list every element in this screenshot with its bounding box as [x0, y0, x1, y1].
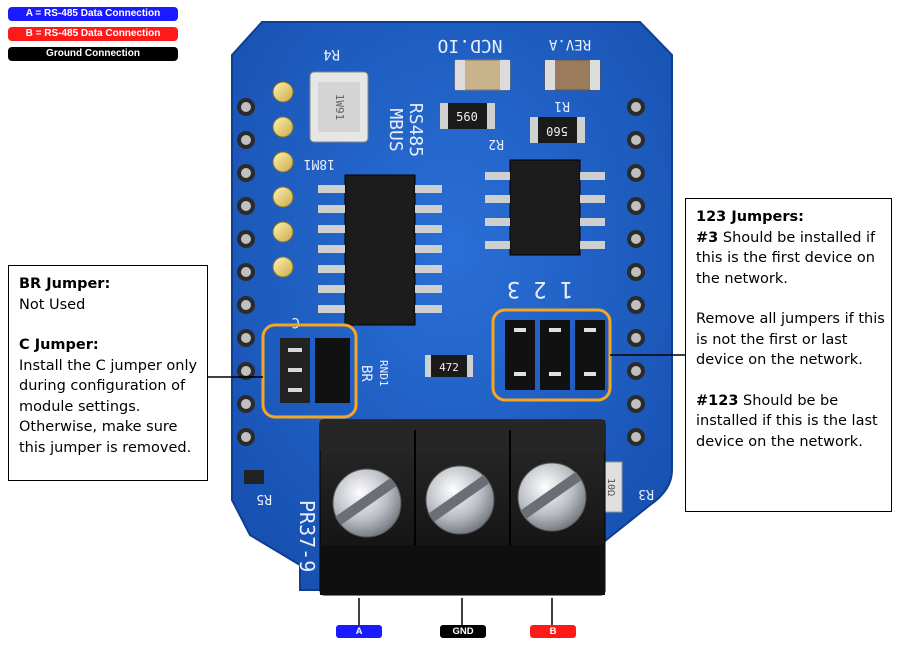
silkscreen-rnd1: RND1 [377, 360, 390, 387]
jumpers-123 [505, 320, 605, 390]
resistor-r2: 560 [440, 103, 495, 129]
svg-text:560: 560 [456, 110, 478, 124]
silkscreen-r1: R1 [554, 98, 570, 113]
terminal-b-tag: B [530, 625, 576, 638]
silkscreen-ncd: NCD.IO [437, 35, 502, 56]
silkscreen-r4: R4 [323, 46, 340, 62]
silkscreen-c: C [292, 314, 300, 330]
c-jumper-title: C Jumper: [19, 337, 99, 353]
jumper-123-text: device on the network. [696, 433, 863, 450]
jumper-123-label: #123 [696, 392, 739, 409]
svg-text:1W91: 1W91 [333, 94, 346, 121]
remove-jumpers-text: is not the first or last [696, 331, 848, 348]
silkscreen-jp123: 1 2 3 [507, 276, 573, 301]
silkscreen-revision: REV.A [548, 36, 591, 52]
br-jumper-title: BR Jumper: [19, 276, 111, 292]
right-header-pins [627, 98, 645, 446]
legend-b: B = RS-485 Data Connection [8, 27, 178, 41]
resistor-r5 [244, 470, 264, 484]
resistor-r1: 560 [530, 117, 585, 143]
terminal-block [319, 419, 606, 596]
screw-a [332, 468, 402, 538]
silkscreen-br: BR [358, 365, 374, 382]
br-c-jumpers [280, 338, 350, 403]
terminal-a-tag: A [336, 625, 382, 638]
br-c-jumper-highlight [261, 323, 358, 419]
top-capacitors [454, 59, 601, 91]
silkscreen-r5: R5 [256, 491, 272, 506]
legend-ground: Ground Connection [8, 47, 178, 61]
silkscreen-rs485: RS485 [405, 103, 426, 157]
c-jumper-line: Otherwise, make sure [19, 419, 178, 435]
jumper-3-label: #3 [696, 229, 719, 246]
main-ic [318, 174, 442, 326]
jumper-3-text: Should be installed if [718, 229, 876, 246]
resistor-rnd1: 472 [425, 355, 473, 377]
jumper-123-text: installed if this is the last [696, 413, 878, 429]
jumper-3-text: the network. [696, 270, 788, 287]
c-jumper-line: during configuration of [19, 378, 186, 394]
screw-gnd [425, 465, 495, 535]
left-header-pins [237, 98, 255, 446]
br-jumper-text: Not Used [19, 296, 86, 313]
silkscreen-r3: R3 [638, 486, 654, 501]
jumpers-123-title: 123 Jumpers: [696, 209, 804, 225]
c-jumper-line: this jumper is removed. [19, 439, 192, 456]
jumpers-123-callout: 123 Jumpers: #3 Should be installed if t… [685, 198, 892, 512]
silkscreen-ic-label: 18M1 [304, 156, 335, 171]
resistor-r4: 1W91 [309, 71, 369, 143]
remove-jumpers-text: Remove all jumpers if this [696, 311, 885, 327]
br-c-jumper-callout: BR Jumper: Not Used C Jumper: Install th… [8, 265, 208, 481]
c-jumper-line: Install the C jumper only [19, 357, 198, 374]
svg-text:560: 560 [546, 124, 568, 138]
svg-text:10Ω: 10Ω [605, 478, 616, 496]
terminal-gnd-tag: GND [440, 625, 486, 638]
transceiver-ic [485, 159, 605, 256]
legend-a: A = RS-485 Data Connection [8, 7, 178, 21]
remove-jumpers-text: device on the network. [696, 352, 863, 368]
svg-text:472: 472 [439, 361, 459, 374]
silkscreen-mbus: MBUS [385, 108, 406, 151]
gold-pads [272, 81, 294, 278]
jumper-123-text: Should be be [738, 392, 839, 409]
jumper-3-text: this is the first device on [696, 250, 875, 266]
screw-b [517, 462, 587, 532]
silkscreen-r2: R2 [488, 136, 504, 151]
silkscreen-part-number: PR37-9 [295, 500, 319, 572]
c-jumper-line: module settings. [19, 398, 141, 415]
